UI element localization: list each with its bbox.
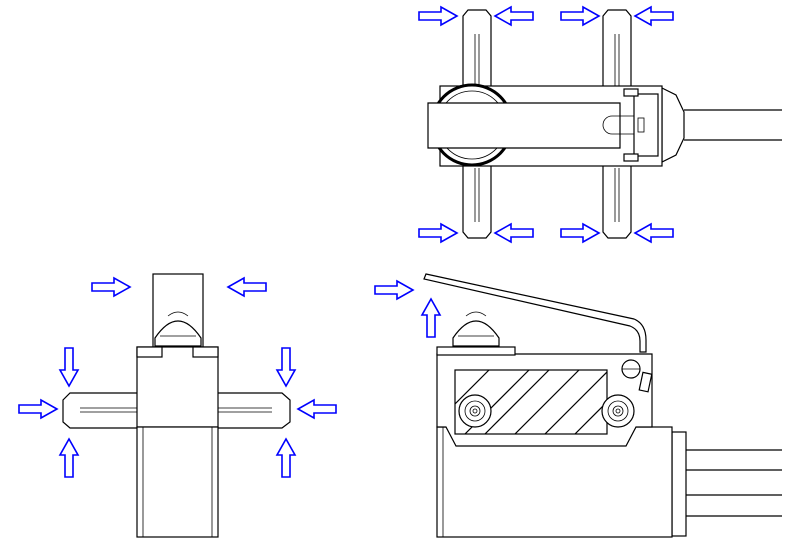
force-arrow-icon (91, 276, 132, 298)
lever-arm-side (423, 273, 647, 353)
end-clamp (623, 88, 659, 162)
top-view (418, 5, 782, 244)
force-arrow-icon (226, 276, 267, 298)
terminal-screw-right (601, 394, 635, 428)
force-arrow-icon (560, 5, 601, 27)
pivot-pin (621, 359, 641, 379)
end-cap (661, 87, 685, 163)
spring-clip (638, 371, 653, 393)
force-arrow-icon (420, 297, 442, 338)
lever-arm-top (427, 102, 621, 149)
dome-plunger-side (452, 311, 500, 347)
body-front (136, 346, 219, 428)
front-view (18, 273, 337, 538)
force-arrow-icon (418, 222, 459, 244)
force-arrow-icon (296, 398, 337, 420)
force-arrow-icon (418, 5, 459, 27)
plunger-shoulder (436, 346, 516, 356)
side-view (374, 273, 782, 538)
force-arrow-icon (493, 222, 534, 244)
force-arrows-front (18, 276, 337, 478)
force-arrows-top (418, 5, 674, 244)
body-notches (136, 346, 219, 358)
force-arrow-icon (560, 222, 601, 244)
cable-rod (684, 109, 782, 141)
force-arrow-icon (633, 5, 674, 27)
force-arrow-icon (275, 347, 297, 388)
force-arrow-icon (374, 279, 415, 301)
force-arrow-icon (275, 437, 297, 478)
force-arrow-icon (633, 222, 674, 244)
lower-housing-front (136, 426, 219, 538)
force-arrow-icon (58, 437, 80, 478)
terminal-screw-left (458, 394, 492, 428)
force-arrows-side (374, 279, 442, 338)
force-arrow-icon (58, 347, 80, 388)
lever-slot (602, 115, 640, 135)
cable-rods (671, 431, 782, 537)
force-arrow-icon (493, 5, 534, 27)
dome-plunger (154, 311, 202, 347)
force-arrow-icon (18, 398, 59, 420)
